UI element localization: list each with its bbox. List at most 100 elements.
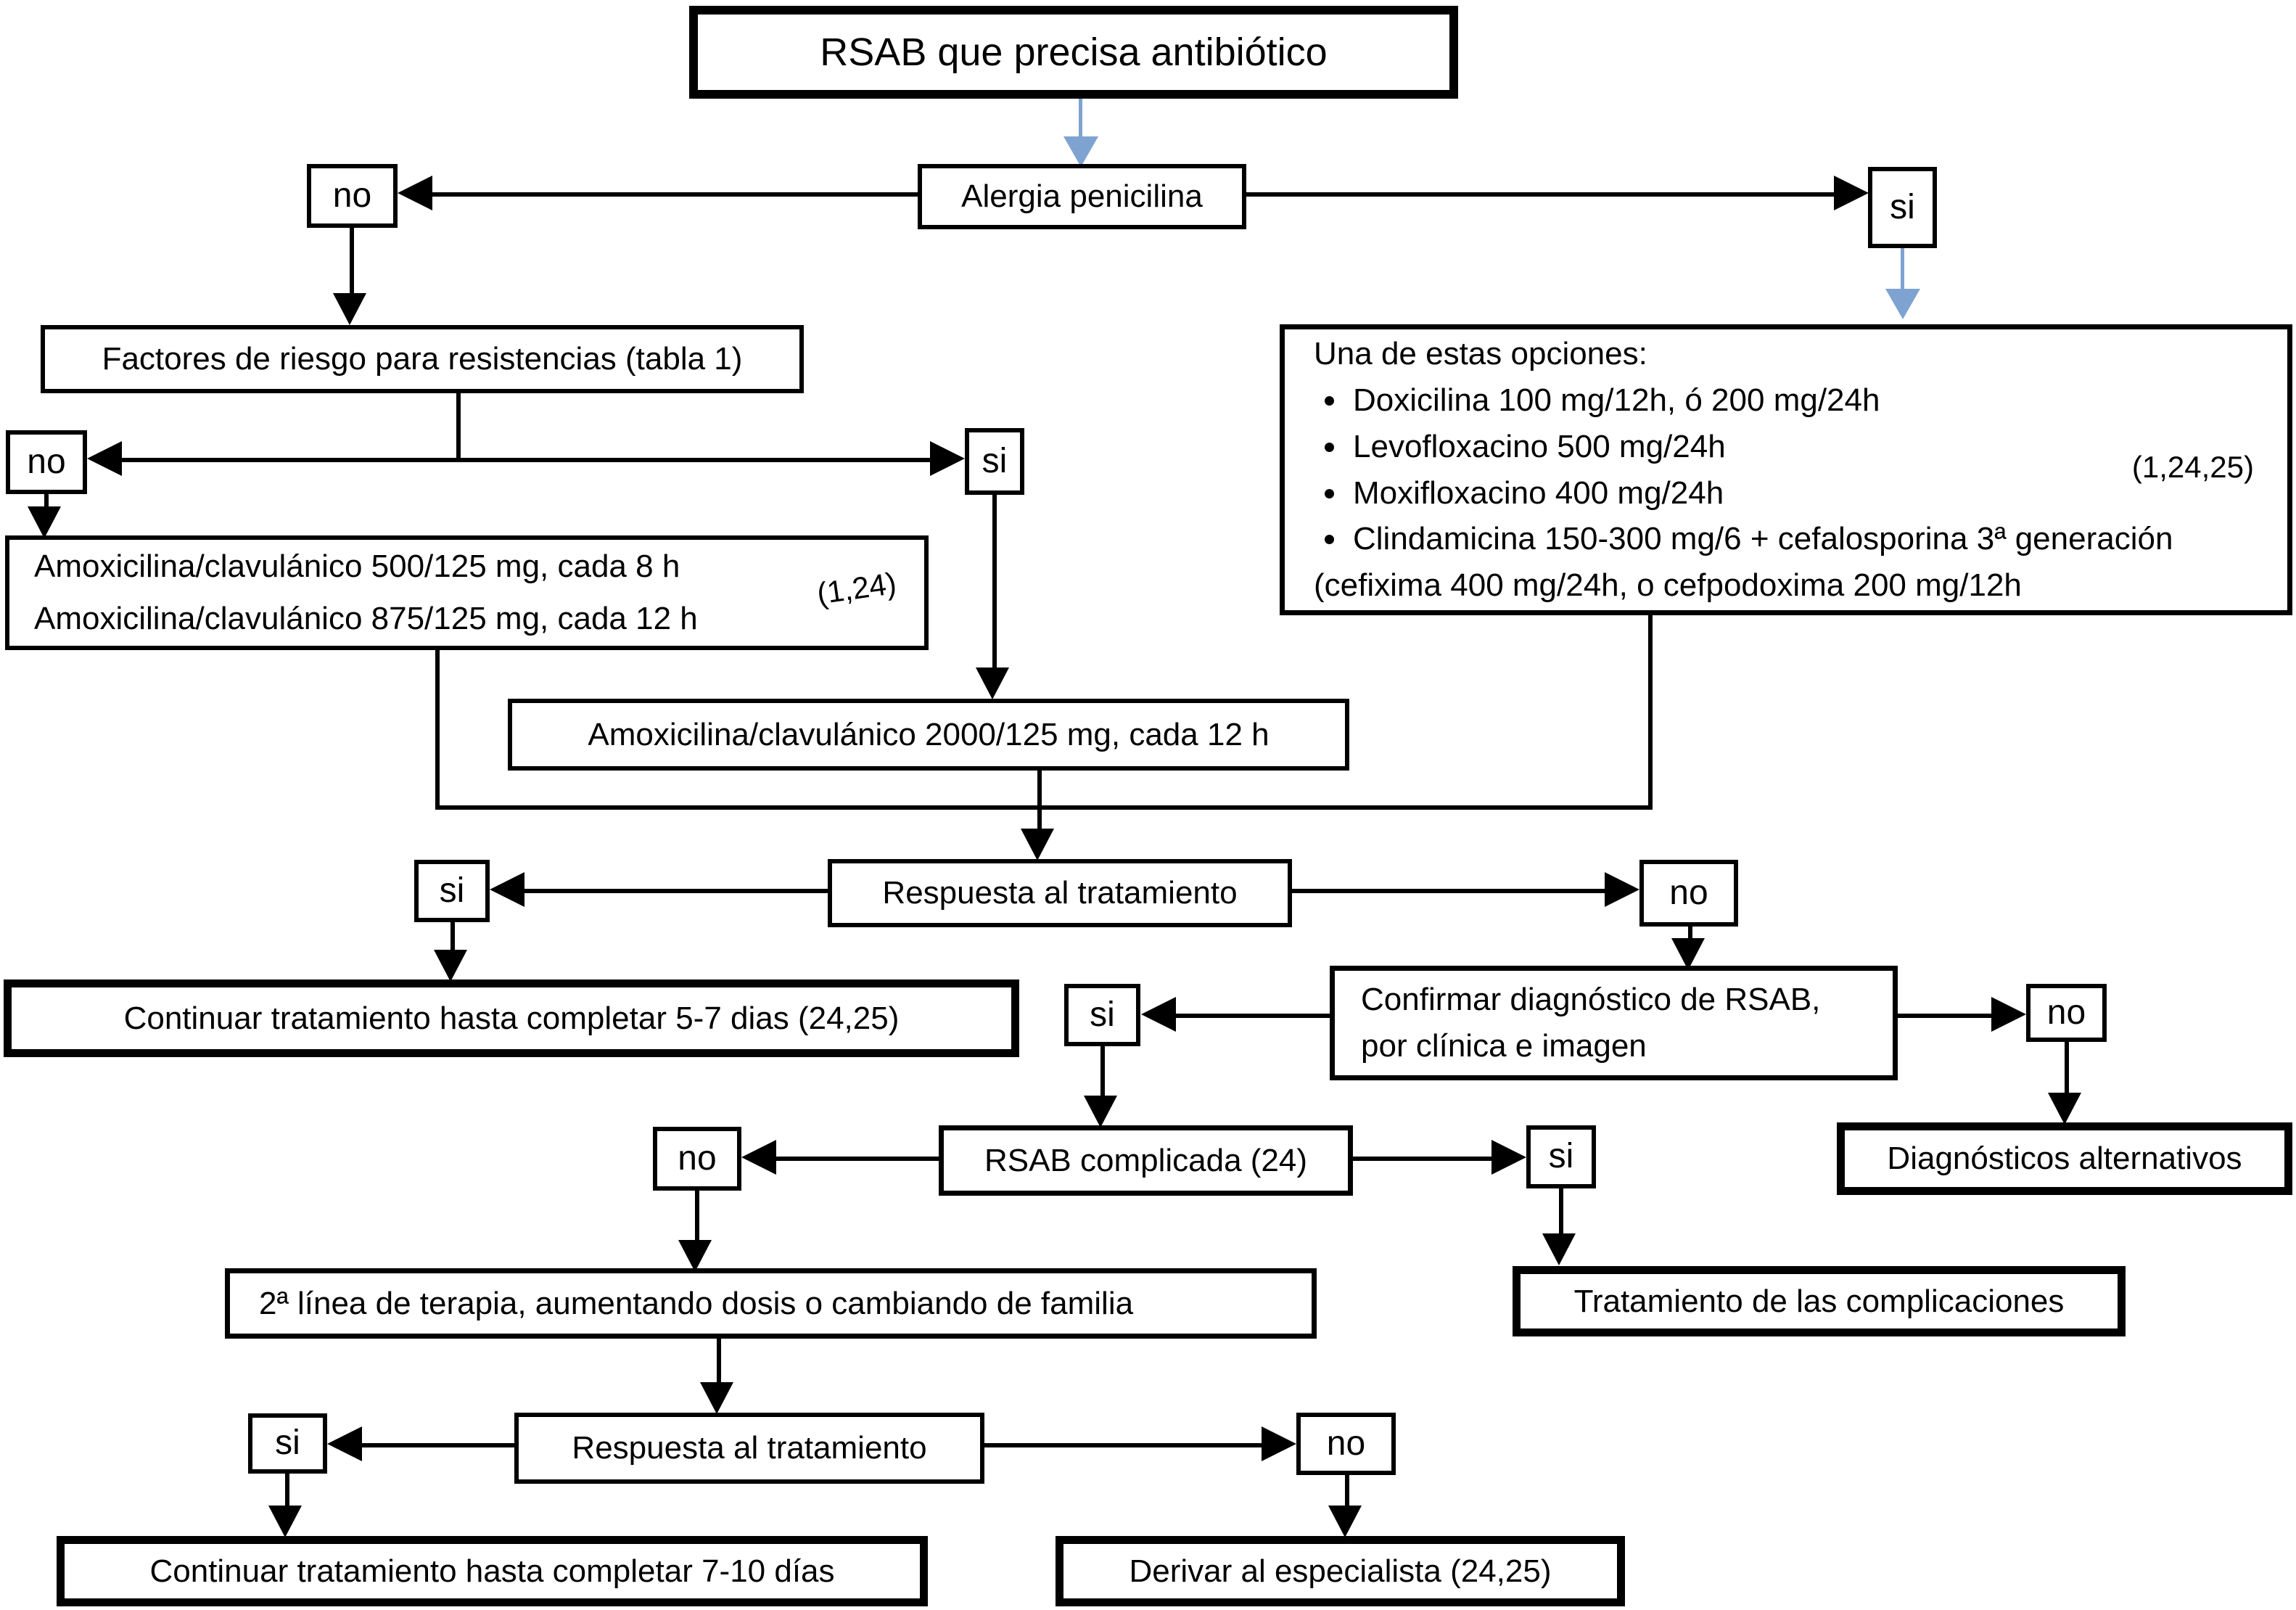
connector-merge-to-respuesta1 xyxy=(1037,771,1042,830)
opciones-item: Doxicilina 100 mg/12h, ó 200 mg/24h xyxy=(1349,377,2173,424)
connector-si-to-continuar710 xyxy=(285,1474,289,1508)
arrowhead-down-derivar-icon xyxy=(1328,1506,1362,1537)
decision-alergia-no: no xyxy=(307,164,398,228)
arrowhead-down-respuesta2-icon xyxy=(700,1382,733,1414)
connector-alergia-to-si xyxy=(1246,192,1835,197)
arrowhead-down-confirmar-icon xyxy=(1671,938,1705,970)
factores-no-text: no xyxy=(27,442,66,481)
blue-arrow-si-stem xyxy=(1901,248,1904,290)
opciones-title-text: Una de estas opciones: xyxy=(1314,336,1647,372)
node-tratamiento-complicaciones: Tratamiento de las complicaciones xyxy=(1513,1266,2126,1336)
connector-respuesta2-no xyxy=(984,1443,1263,1447)
amox-line1-text: Amoxicilina/clavulánico 500/125 mg, cada… xyxy=(34,549,680,584)
connector-no-to-segunda xyxy=(695,1191,699,1243)
amox-line2-text: Amoxicilina/clavulánico 875/125 mg, cada… xyxy=(34,601,698,636)
connector-respuesta1-si xyxy=(524,889,828,893)
continuar710-text: Continuar tratamiento hasta completar 7-… xyxy=(149,1553,835,1589)
decision-alergia-si: si xyxy=(1868,167,1937,248)
connector-factores-stub xyxy=(456,393,461,462)
amox-ref-text: (1,24) xyxy=(815,565,899,611)
arrowhead-left-respuesta2-si-icon xyxy=(327,1426,362,1461)
arrowhead-right-complicada-si-icon xyxy=(1491,1140,1526,1175)
decision-respuesta1-si: si xyxy=(414,860,490,922)
opciones-item: Moxifloxacino 400 mg/24h xyxy=(1349,470,2173,517)
arrowhead-right-respuesta2-no-icon xyxy=(1262,1426,1296,1461)
connector-no-to-confirmar xyxy=(1688,927,1692,941)
diagalt-text: Diagnósticos alternativos xyxy=(1887,1141,2242,1177)
opciones-ref-text: (1,24,25) xyxy=(2131,450,2254,484)
respuesta2-no-text: no xyxy=(1326,1424,1366,1463)
complicada-no-text: no xyxy=(678,1138,717,1178)
segunda-text: 2ª línea de terapia, aumentando dosis o … xyxy=(259,1285,1134,1321)
decision-factores-no: no xyxy=(6,430,87,494)
connector-merge-horizontal xyxy=(435,805,1653,810)
decision-respuesta1-no: no xyxy=(1639,860,1738,927)
connector-no-to-amox xyxy=(44,494,49,510)
confirmar-no-text: no xyxy=(2046,993,2086,1032)
confirmar-si-text: si xyxy=(1090,995,1115,1034)
connector-amox-down xyxy=(435,650,440,810)
title-text: RSAB que precisa antibiótico xyxy=(820,30,1328,74)
derivar-text: Derivar al especialista (24,25) xyxy=(1129,1553,1552,1589)
arrowhead-down-continuar57-icon xyxy=(434,950,467,982)
arrowhead-down-respuesta1-icon xyxy=(1021,829,1054,861)
confirmar-line1-text: Confirmar diagnóstico de RSAB, xyxy=(1361,982,1821,1017)
connector-no-to-factores xyxy=(350,228,354,295)
blue-arrow-title-head-icon xyxy=(1063,136,1098,167)
respuesta1-text: Respuesta al tratamiento xyxy=(882,875,1238,911)
arrowhead-down-factores-icon xyxy=(333,293,366,325)
respuesta1-si-text: si xyxy=(439,871,465,910)
alergia-text: Alergia penicilina xyxy=(961,178,1203,215)
decision-respuesta2-si: si xyxy=(248,1413,327,1474)
arrowhead-left-respuesta1-si-icon xyxy=(490,872,524,907)
decision-complicada-si: si xyxy=(1526,1125,1596,1188)
node-confirmar-diagnostico: Confirmar diagnóstico de RSAB, por clíni… xyxy=(1330,966,1898,1080)
connector-no-to-derivar xyxy=(1345,1475,1349,1508)
connector-alergia-to-no xyxy=(432,192,918,197)
factores-text: Factores de riesgo para resistencias (ta… xyxy=(102,341,743,377)
arrowhead-left-complicada-no-icon xyxy=(741,1140,776,1175)
arrowhead-right-respuesta1-no-icon xyxy=(1605,872,1639,907)
blue-arrow-si-head-icon xyxy=(1885,289,1920,319)
continuar57-text: Continuar tratamiento hasta completar 5-… xyxy=(123,1000,900,1036)
node-segunda-linea: 2ª línea de terapia, aumentando dosis o … xyxy=(225,1268,1317,1339)
node-amoxicilina-1linea: Amoxicilina/clavulánico 500/125 mg, cada… xyxy=(5,535,929,650)
arrowhead-right-confirmar-no-icon xyxy=(1991,997,2026,1032)
arrowhead-right-factores-si-icon xyxy=(930,441,965,476)
arrowhead-down-segunda-icon xyxy=(678,1240,712,1272)
connector-factores-branch xyxy=(122,458,931,462)
node-respuesta2: Respuesta al tratamiento xyxy=(514,1413,984,1484)
connector-respuesta1-no xyxy=(1292,889,1606,893)
connector-segunda-to-respuesta2 xyxy=(717,1339,721,1384)
connector-si-to-continuar57 xyxy=(450,922,455,953)
opciones-list: Doxicilina 100 mg/12h, ó 200 mg/24h Levo… xyxy=(1314,377,2173,562)
decision-complicada-no: no xyxy=(653,1127,741,1191)
complicada-si-text: si xyxy=(1548,1137,1574,1176)
connector-opciones-down xyxy=(1648,615,1653,810)
connector-respuesta2-si xyxy=(362,1443,514,1447)
blue-arrow-title-stem xyxy=(1079,99,1082,138)
arrowhead-left-alergia-no-icon xyxy=(398,176,432,210)
connector-confirmar-no xyxy=(1898,1014,1993,1018)
connector-si-to-complicada xyxy=(1100,1046,1105,1098)
factores-si-text: si xyxy=(982,441,1008,480)
node-factores-riesgo: Factores de riesgo para resistencias (ta… xyxy=(41,325,804,393)
tratcompl-text: Tratamiento de las complicaciones xyxy=(1573,1283,2065,1319)
node-rsab-complicada: RSAB complicada (24) xyxy=(939,1125,1353,1196)
node-diagnosticos-alternativos: Diagnósticos alternativos xyxy=(1837,1122,2292,1195)
connector-si-to-amox2000 xyxy=(992,495,997,669)
confirmar-line2-text: por clínica e imagen xyxy=(1361,1028,1647,1064)
opciones-item: Clindamicina 150-300 mg/6 + cefalosporin… xyxy=(1349,516,2173,562)
arrowhead-down-tratcompl-icon xyxy=(1542,1233,1576,1265)
respuesta2-si-text: si xyxy=(275,1424,300,1463)
decision-factores-si: si xyxy=(965,428,1024,495)
alergia-si-text: si xyxy=(1890,187,1915,226)
connector-no-to-diagalt xyxy=(2065,1042,2069,1096)
arrowhead-left-confirmar-si-icon xyxy=(1141,997,1176,1032)
complicada-text: RSAB complicada (24) xyxy=(984,1142,1308,1178)
arrowhead-down-continuar710-icon xyxy=(268,1506,302,1537)
arrowhead-left-factores-no-icon xyxy=(87,441,122,476)
connector-complicada-si xyxy=(1353,1157,1493,1161)
connector-confirmar-si xyxy=(1176,1014,1330,1018)
